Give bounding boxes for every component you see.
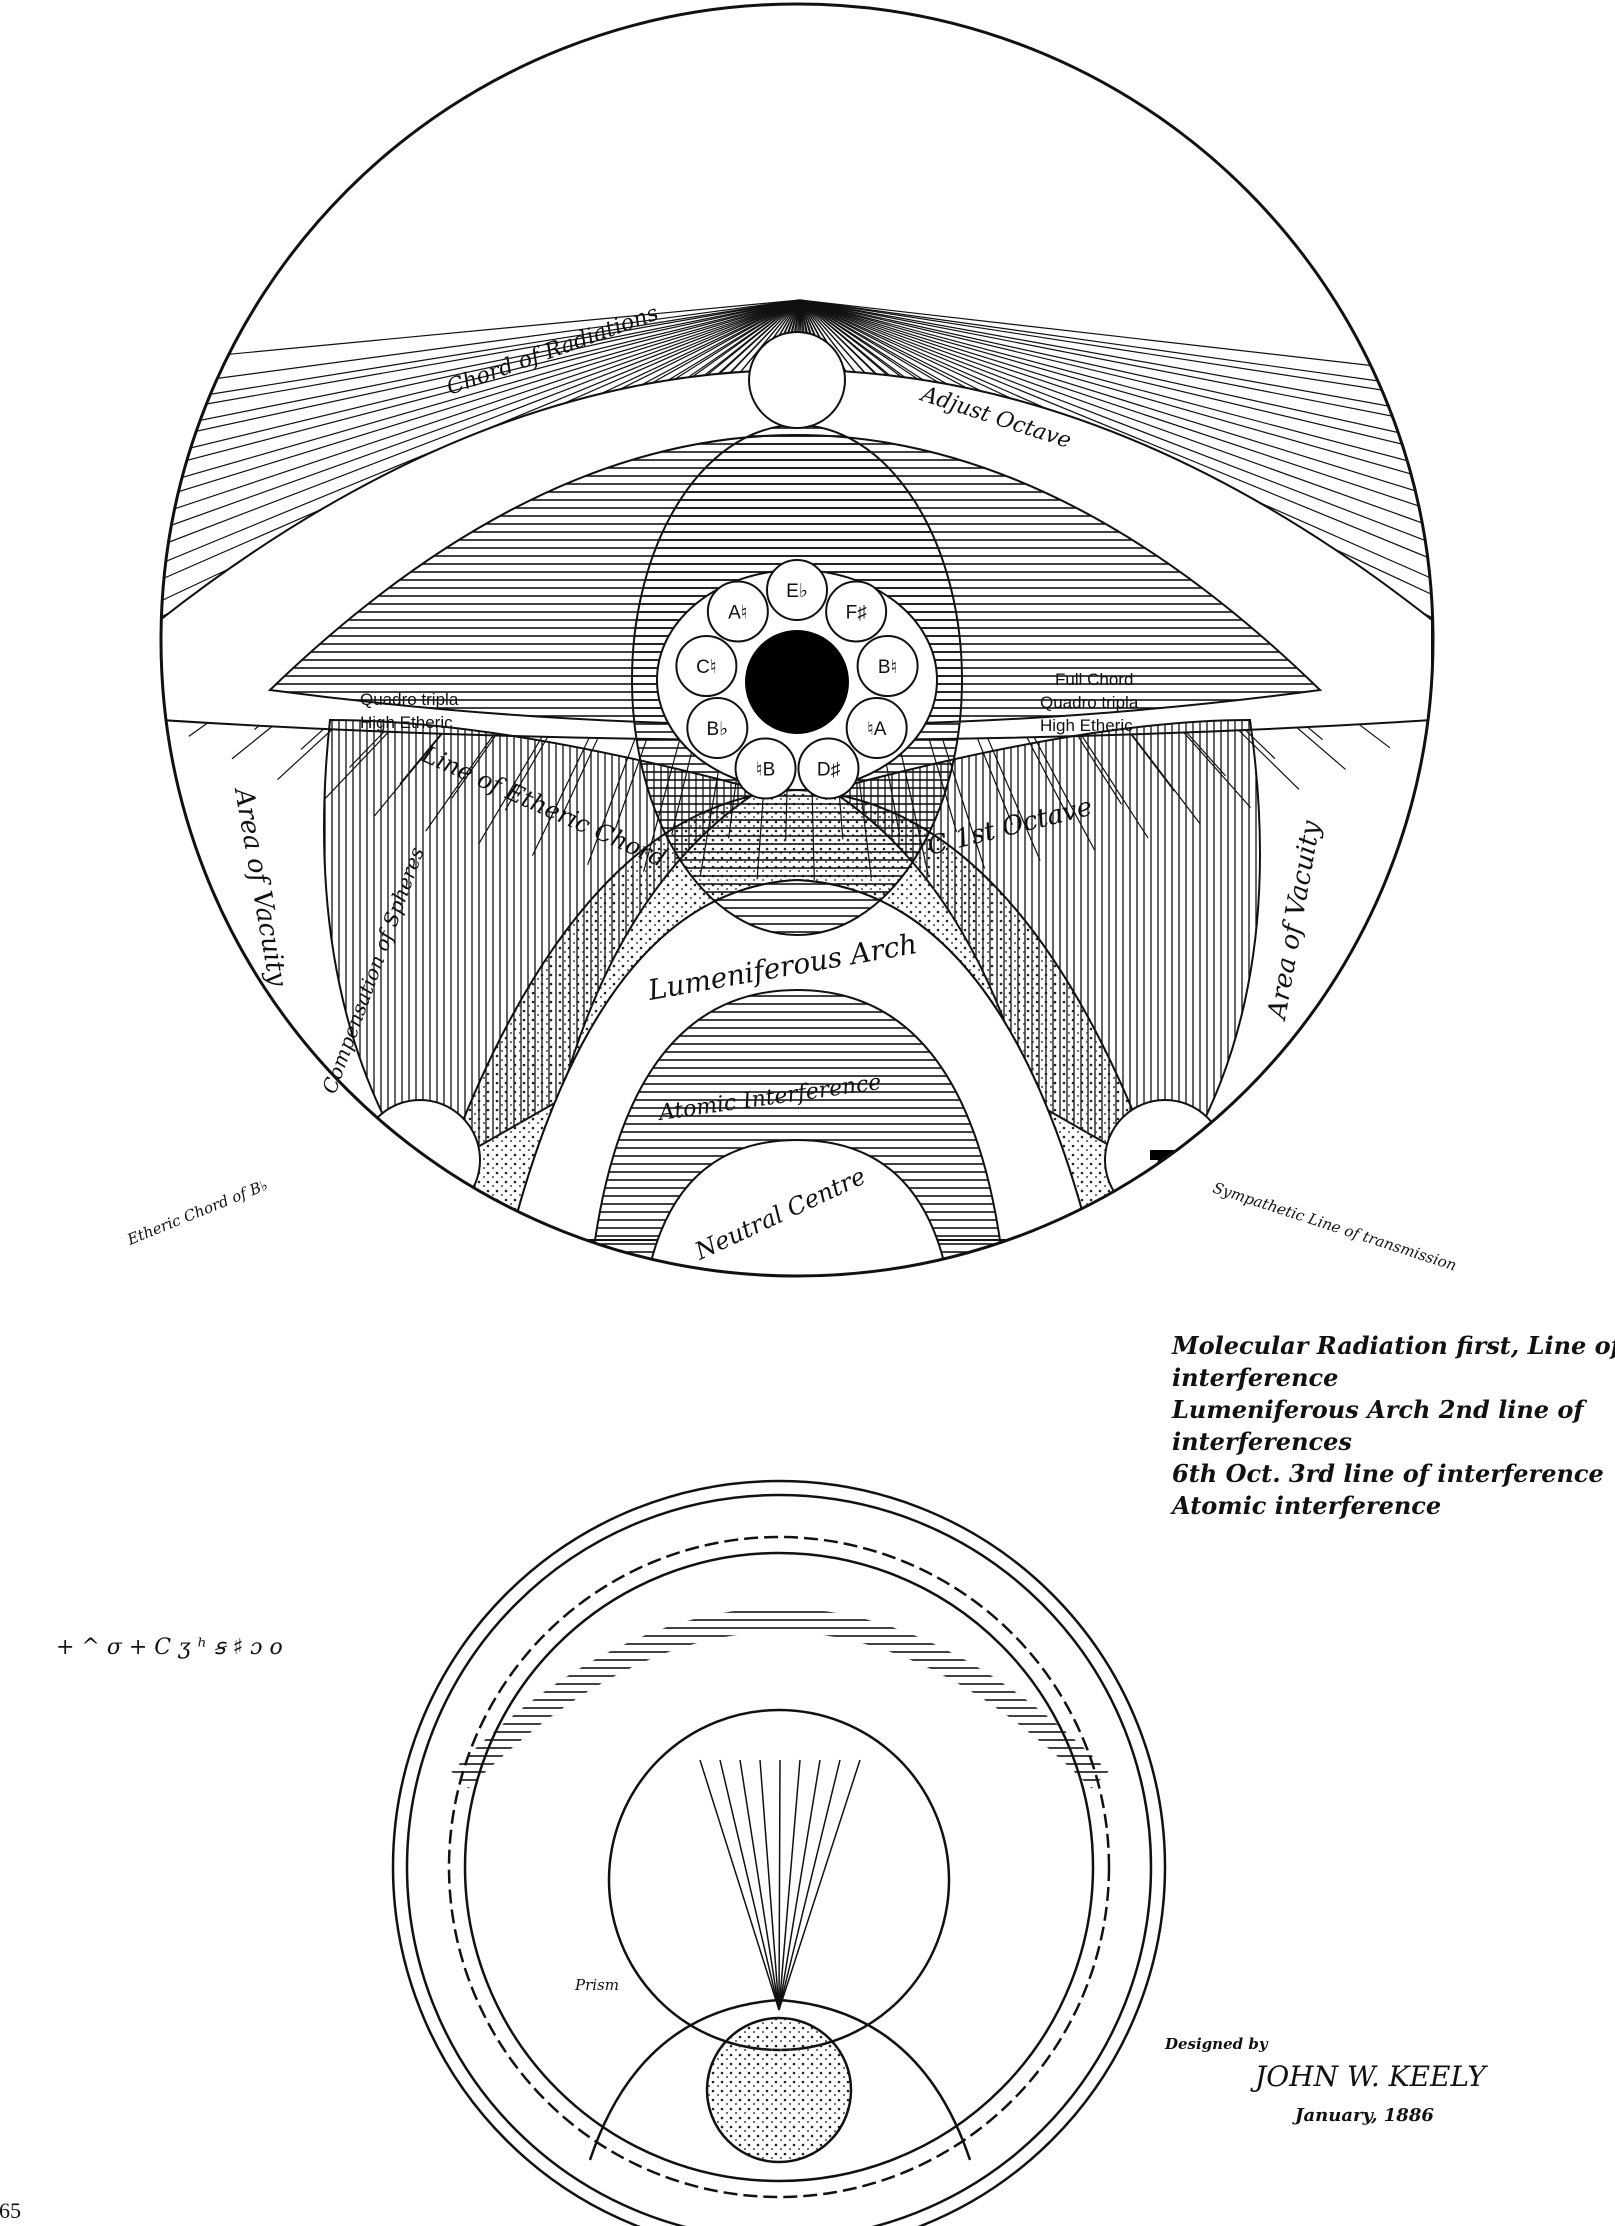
radiation-ray <box>799 299 1433 426</box>
label-prism: Prism <box>574 1976 619 1994</box>
radiation-ray <box>799 299 1433 492</box>
radiation-ray <box>799 299 1433 459</box>
radiation-ray <box>799 299 1433 557</box>
legend-line: Lumeniferous Arch 2nd line of <box>1172 1395 1584 1424</box>
label-area-of-vacuity-right: Area of Vacuity <box>1262 818 1327 1023</box>
label-area-of-vacuity-left: Area of Vacuity <box>228 784 293 989</box>
prism-ray <box>759 1759 780 2011</box>
prism-ray <box>778 1759 841 2011</box>
note-circle <box>845 697 908 759</box>
note-label: E♭ <box>786 581 808 602</box>
bottom-sphere <box>705 2016 853 2164</box>
radiation-ray <box>799 299 1433 525</box>
legend-line: interference <box>1172 1363 1339 1392</box>
radiation-ray <box>161 299 801 452</box>
radiation-ray <box>799 299 1433 618</box>
note-circles: E♭ F♯ B♮ ♮A D♯ ♮B B♭ C♮ A♮ <box>675 559 919 800</box>
note-label: ♮B <box>756 759 775 780</box>
upper-chart: E♭ F♯ B♮ ♮A D♯ ♮B B♭ C♮ A♮ <box>161 299 1433 1276</box>
neutral-centre <box>643 1138 952 1276</box>
prism-ray <box>778 1759 781 2011</box>
designed-by-label: Designed by <box>1165 2035 1268 2053</box>
prism-ray <box>699 1759 780 2011</box>
radiation-ray <box>161 299 801 541</box>
radiation-ray <box>161 299 801 578</box>
note-circle <box>734 737 797 800</box>
radiation-ray <box>161 299 801 509</box>
label-chord-of-radiations: Chord of Radiations <box>444 301 662 401</box>
upper-chart-border <box>159 2 1435 1278</box>
label-full-chord-3: High Etheric <box>1040 716 1133 735</box>
note-circle <box>706 580 769 643</box>
note-label: C♮ <box>696 657 717 678</box>
prism-rays <box>699 1759 861 2011</box>
prism-ray <box>778 1759 801 2011</box>
note-circle <box>686 697 749 759</box>
note-label: F♯ <box>846 603 867 624</box>
legend-line: interferences <box>1172 1427 1352 1456</box>
radiation-ray <box>799 299 1433 588</box>
radiation-ray <box>799 299 1433 469</box>
legend-line: Molecular Radiation first, Line of <box>1172 1331 1615 1360</box>
legend-line: 6th Oct. 3rd line of interference <box>1172 1459 1604 1488</box>
radiation-ray <box>799 299 1433 533</box>
symbols-text: + ^ σ + C ʒ ʰ ꞩ ♯ ɔ o <box>56 1635 283 1660</box>
radiation-ray <box>799 299 1433 501</box>
design-date: January, 1886 <box>1295 2105 1434 2126</box>
lower-chart <box>391 1479 1167 2226</box>
radiation-ray <box>161 299 801 517</box>
radiation-ray <box>799 299 1433 436</box>
prism-ray <box>739 1759 780 2011</box>
radiation-ray <box>161 299 801 442</box>
label-quadro-left-1: Quadro tripla <box>360 690 459 709</box>
radiation-ray <box>161 299 801 419</box>
staff-band <box>451 1608 1109 1789</box>
radiation-ray <box>799 299 1433 563</box>
black-centre <box>745 630 849 734</box>
note-label: ♮A <box>867 719 887 740</box>
label-full-chord-2: Quadro tripla <box>1040 693 1139 712</box>
page-number: 265 <box>0 2198 21 2223</box>
legend-line: Atomic interference <box>1172 1491 1442 1520</box>
note-label: A♮ <box>728 603 747 624</box>
radiation-ray <box>161 299 801 603</box>
label-full-chord-1: Full Chord <box>1055 670 1133 689</box>
note-label: B♭ <box>707 719 729 740</box>
note-label: B♮ <box>878 657 897 678</box>
note-circle <box>675 635 738 698</box>
legend-notes: Molecular Radiation first, Line of inter… <box>1172 1330 1615 1522</box>
note-circle <box>766 559 828 621</box>
prism-ray <box>778 1759 821 2011</box>
prism-ray <box>719 1759 780 2011</box>
note-label: D♯ <box>817 759 840 780</box>
top-wheel <box>748 331 846 429</box>
note-circle <box>856 635 919 698</box>
radiation-ray <box>799 299 1433 402</box>
radiation-ray <box>161 299 801 573</box>
radiation-ray <box>161 299 801 386</box>
radiation-ray <box>161 299 801 485</box>
author-name: JOHN W. KEELY <box>1255 2060 1486 2093</box>
label-quadro-left-2: High Etheric <box>360 713 453 732</box>
note-circle <box>797 737 860 800</box>
label-sympathetic-line: Sympathetic Line of transmission <box>1211 1179 1459 1275</box>
note-circle <box>825 580 888 643</box>
label-etheric-chord-bb: Etheric Chord of B♭ <box>124 1176 271 1249</box>
radiation-ray <box>161 299 801 476</box>
prism-ray <box>778 1759 861 2011</box>
radiation-ray <box>161 299 801 548</box>
